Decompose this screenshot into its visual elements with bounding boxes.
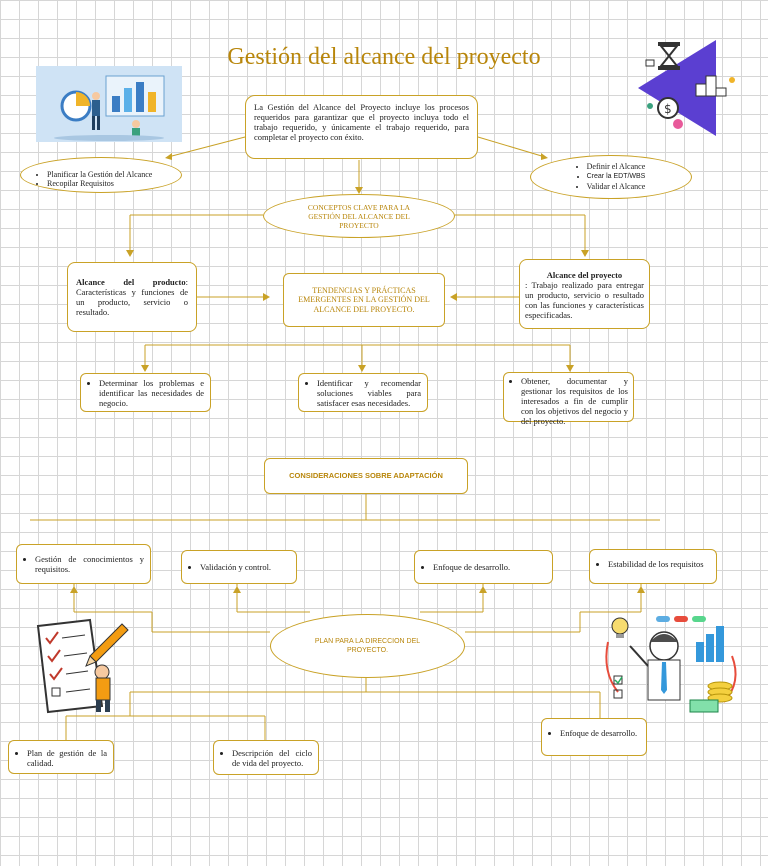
trends-label: TENDENCIAS Y PRÁCTICAS EMERGENTES EN LA … — [298, 285, 430, 314]
adaptation-box: CONSIDERACIONES SOBRE ADAPTACIÓN — [264, 458, 468, 494]
left-processes-ellipse: Planificar la Gestión del Alcance Recopi… — [20, 157, 182, 193]
plan-ellipse: PLAN PARA LA DIRECCION DEL PROYECTO. — [270, 614, 465, 678]
trend-item: Identificar y recomendar soluciones viab… — [317, 378, 421, 408]
trend-item: Determinar los problemas e identificar l… — [99, 378, 204, 408]
adaptation-item-box: Validación y control. — [181, 550, 297, 584]
project-scope-text: : Trabajo realizado para entregar un pro… — [525, 280, 644, 320]
plan-item-box: Enfoque de desarrollo. — [541, 718, 647, 756]
trend-item-box: Obtener, documentar y gestionar los requ… — [503, 372, 634, 426]
right-processes-ellipse: Definir el Alcance Crear la EDT/WBS Vali… — [530, 155, 692, 199]
product-scope-text: : Características y funciones de un prod… — [76, 277, 188, 317]
adaptation-item: Estabilidad de los requisitos — [608, 559, 710, 569]
process-item: Validar el Alcance — [587, 182, 646, 192]
adaptation-item-box: Enfoque de desarrollo. — [414, 550, 553, 584]
plan-label: PLAN PARA LA DIRECCION DEL PROYECTO. — [314, 638, 421, 654]
trend-item-box: Determinar los problemas e identificar l… — [80, 373, 211, 412]
trend-item-box: Identificar y recomendar soluciones viab… — [298, 373, 428, 412]
analytics-illustration-icon: $ — [638, 40, 735, 136]
intro-text: La Gestión del Alcance del Proyecto incl… — [254, 102, 469, 142]
adaptation-item: Enfoque de desarrollo. — [433, 562, 546, 572]
plan-item-box: Plan de gestión de la calidad. — [8, 740, 114, 774]
plan-item: Enfoque de desarrollo. — [560, 728, 640, 738]
product-scope-box: Alcance del producto: Características y … — [67, 262, 197, 332]
process-item: Recopilar Requisitos — [47, 179, 152, 188]
adaptation-label: CONSIDERACIONES SOBRE ADAPTACIÓN — [289, 471, 443, 480]
adaptation-item-box: Gestión de conocimientos y requisitos. — [16, 544, 151, 584]
plan-item-box: Descripción del ciclo de vida del proyec… — [213, 740, 319, 775]
trends-box: TENDENCIAS Y PRÁCTICAS EMERGENTES EN LA … — [283, 273, 445, 327]
process-item: Planificar la Gestión del Alcance — [47, 170, 152, 179]
process-item: Definir el Alcance — [587, 162, 646, 172]
key-concepts-ellipse: CONCEPTOS CLAVE PARA LA GESTIÓN DEL ALCA… — [263, 194, 455, 238]
checklist-pencil-icon — [36, 618, 129, 714]
adaptation-item: Validación y control. — [200, 562, 290, 572]
plan-item: Plan de gestión de la calidad. — [27, 748, 107, 768]
team-illustration-icon — [54, 75, 165, 141]
intro-box: La Gestión del Alcance del Proyecto incl… — [245, 95, 478, 159]
businessman-illustration — [600, 612, 745, 718]
project-scope-box: Alcance del proyecto : Trabajo realizado… — [519, 259, 650, 329]
page-title: Gestión del alcance del proyecto — [227, 44, 541, 70]
project-scope-term: Alcance del proyecto — [546, 270, 623, 280]
team-illustration — [36, 66, 182, 142]
key-concepts-label: CONCEPTOS CLAVE PARA LA GESTIÓN DEL ALCA… — [307, 202, 411, 230]
trend-item: Obtener, documentar y gestionar los requ… — [521, 376, 628, 426]
plan-item: Descripción del ciclo de vida del proyec… — [232, 748, 312, 768]
svg-text:$: $ — [664, 102, 672, 116]
analytics-icons: $ — [628, 36, 748, 138]
adaptation-item-box: Estabilidad de los requisitos — [589, 549, 717, 584]
checklist-pencil-illustration — [30, 616, 130, 716]
adaptation-item: Gestión de conocimientos y requisitos. — [35, 554, 144, 574]
businessman-icon — [605, 616, 737, 713]
product-scope-term: Alcance del producto — [76, 277, 186, 287]
process-item: Crear la EDT/WBS — [587, 172, 646, 182]
